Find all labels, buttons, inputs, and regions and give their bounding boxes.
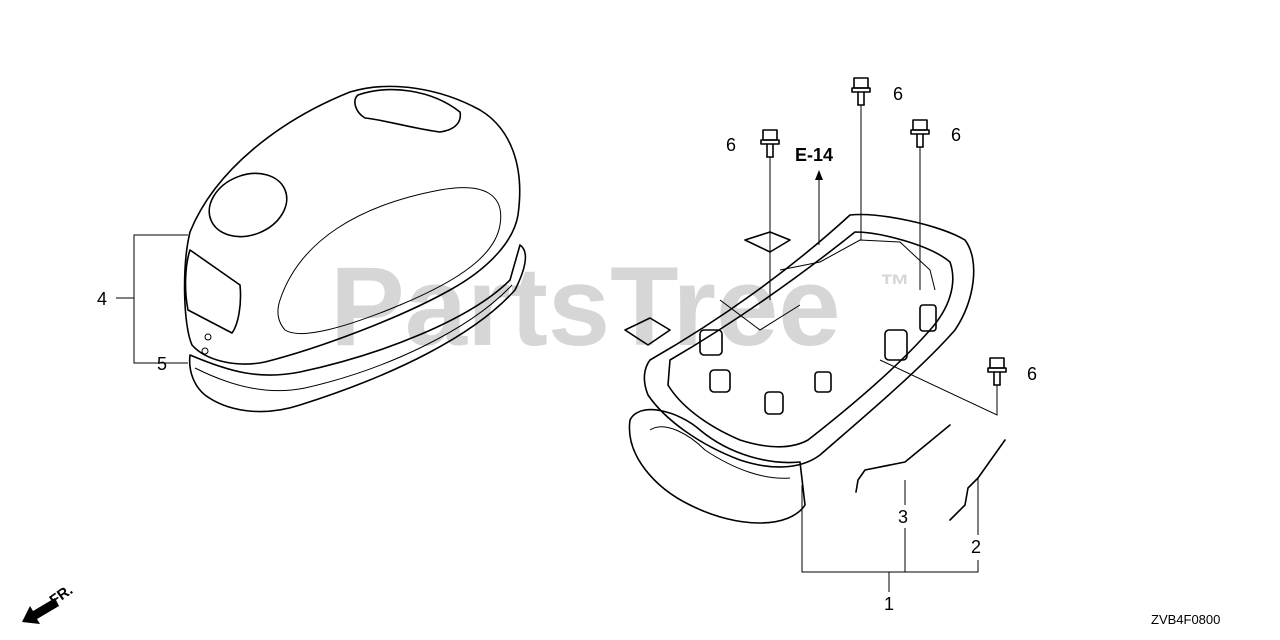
callout-2: 2: [971, 537, 981, 557]
bolt-icon-4: [987, 357, 1007, 386]
seal-grommet: [188, 244, 527, 413]
front-arrow-icon: FR.: [22, 581, 76, 624]
callout-4: 4: [97, 289, 107, 309]
callout-6d: 6: [1027, 364, 1037, 384]
wire-part-2: [949, 439, 1006, 521]
leader-lines: [116, 105, 998, 592]
reference-label: E-14: [795, 145, 833, 165]
watermark-trademark: ™: [880, 269, 910, 302]
wire-part-3: [855, 424, 951, 493]
bolt-icon-2: [760, 129, 780, 158]
bolt-icon-3: [910, 119, 930, 148]
callout-6a: 6: [893, 84, 903, 104]
engine-cover-upper: [183, 85, 521, 365]
callout-6c: 6: [951, 125, 961, 145]
lower-cover: [624, 213, 975, 524]
watermark-text: PartsTree: [330, 244, 841, 369]
callout-6b: 6: [726, 135, 736, 155]
callout-5: 5: [157, 354, 167, 374]
figure-code: ZVB4F0800: [1151, 612, 1220, 627]
bolt-icon-1: [851, 77, 871, 106]
callout-3: 3: [898, 507, 908, 527]
callout-1: 1: [884, 594, 894, 614]
